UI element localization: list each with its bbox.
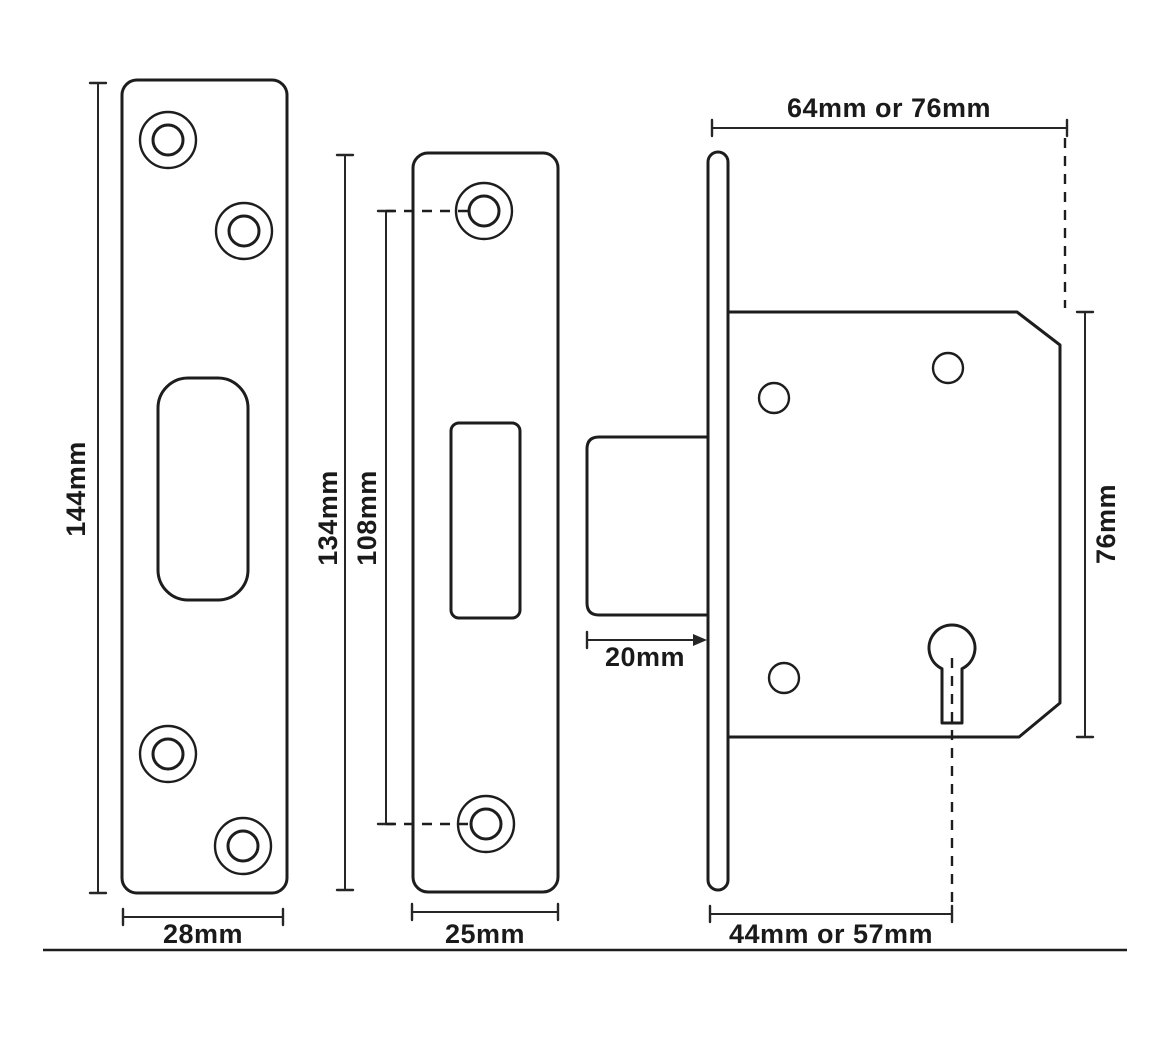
dim-strike-plate-width: 28mm <box>121 907 285 949</box>
strike-plate-screw-hole-4-inner <box>226 829 260 863</box>
strike-plate-screw-hole-1-outer <box>138 110 198 170</box>
strike-plate-screw-hole-3-outer <box>138 724 198 784</box>
dim-faceplate-height: 134mm <box>313 153 355 892</box>
dim-strike-plate-height: 144mm <box>61 81 108 895</box>
lock-faceplate-edge <box>706 150 730 892</box>
strike-plate-screw-hole-2-outer <box>214 201 274 261</box>
dim-case-depth: 64mm or 76mm <box>710 93 1069 308</box>
faceplate-screw-hole-top-inner <box>467 194 501 228</box>
dim-label-44-57mm: 44mm or 57mm <box>729 919 933 949</box>
strike-plate-bolt-slot <box>156 376 250 602</box>
strike-plate-screw-hole-3-inner <box>151 737 185 771</box>
strike-plate-screw-hole-1-inner <box>151 123 185 157</box>
lock-case-group <box>726 310 1062 908</box>
dim-faceplate-width: 25mm <box>410 902 560 949</box>
dim-label-20mm: 20mm <box>605 642 685 672</box>
dim-label-28mm: 28mm <box>163 919 243 949</box>
dim-label-108mm: 108mm <box>352 470 382 566</box>
dim-label-134mm: 134mm <box>313 470 343 566</box>
dim-case-height: 76mm <box>1075 310 1121 739</box>
faceplate-screw-hole-bottom-inner <box>469 807 503 841</box>
strike-plate-group <box>120 78 289 895</box>
case-fixing-hole-upper-left <box>757 381 791 415</box>
case-fixing-hole-upper-right <box>931 351 965 385</box>
dim-label-64-76mm: 64mm or 76mm <box>787 93 991 123</box>
strike-plate-screw-hole-4-outer <box>213 816 273 876</box>
dim-label-144mm: 144mm <box>61 441 91 537</box>
case-fixing-hole-lower-left <box>767 661 801 695</box>
dim-bolt-throw: 20mm <box>585 630 707 672</box>
dim-backset: 44mm or 57mm <box>708 904 954 949</box>
faceplate-screw-hole-top-outer <box>454 181 514 241</box>
strike-plate-screw-hole-2-inner <box>227 214 261 248</box>
faceplate-bolt-slot <box>449 421 522 620</box>
dim-label-25mm: 25mm <box>445 919 525 949</box>
dim-arrowhead <box>693 634 707 646</box>
lock-case-outline <box>726 310 1062 739</box>
dim-label-76mm: 76mm <box>1091 484 1121 564</box>
dim-faceplate-hole-centres: 108mm <box>352 209 471 826</box>
faceplate-group <box>411 151 560 894</box>
keyhole <box>927 623 977 725</box>
deadbolt <box>585 435 710 617</box>
